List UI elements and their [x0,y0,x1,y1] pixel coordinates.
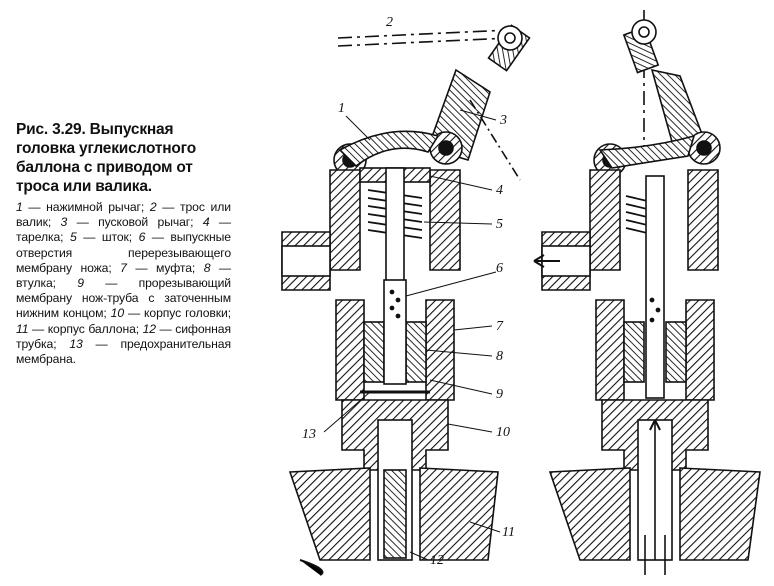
label-11: 11 [502,525,515,540]
left-leader-lines [323,109,501,561]
legend-number: 1 [16,200,23,214]
legend-number: 13 [69,336,83,351]
label-5: 5 [496,217,503,232]
label-7: 7 [496,319,504,334]
caption-title: Рис. 3.29. Выпускная головка углекислотн… [16,121,196,195]
caption-legend: 1 — нажимной рычаг; 2 — трос или валик; … [16,200,231,367]
legend-number: 8 [203,260,211,275]
figure-caption: Рис. 3.29. Выпускная головка углекислотн… [16,120,231,367]
left-view-labels: 2 1 3 4 5 6 7 8 9 10 13 11 12 [302,15,515,568]
legend-text: пусковой рычаг; [98,215,194,230]
label-6: 6 [496,261,503,276]
label-3: 3 [499,113,507,128]
legend-text: трос или валик; [16,200,231,230]
legend-text: нажимной рычаг; [46,200,145,214]
label-10: 10 [496,425,510,440]
legend-number: 10 [110,306,124,321]
label-1: 1 [338,101,345,116]
legend-text: корпус баллона; [47,321,140,336]
legend-number: 5 [69,230,77,245]
legend-text: сифонная трубка; [16,321,231,351]
left-view [281,24,531,576]
label-2: 2 [386,15,393,30]
label-13: 13 [302,427,316,442]
legend-text: муфта; [155,260,196,275]
legend-number: 4 [202,215,210,230]
label-4: 4 [496,183,503,198]
legend-text: шток; [101,230,133,245]
legend-number: 7 [120,260,127,275]
legend-number: 12 [142,321,156,336]
legend-text: корпус головки; [144,306,231,321]
legend-number: 6 [138,230,146,245]
label-9: 9 [496,387,503,402]
legend-number: 2 [149,200,157,214]
valve-head-drawing: 2 1 3 4 5 6 7 8 9 10 13 11 12 [281,10,761,576]
legend-number: 9 [77,276,84,291]
legend-text: прорезывающий мембрану нож-труба с заточ… [16,276,231,321]
right-view [533,10,761,575]
legend-text: предохранительная мембрана. [16,336,231,367]
legend-text: выпускные отверстия перерезывающего мемб… [16,230,231,275]
legend-text: тарелка; [16,230,64,245]
legend-number: 11 [16,321,29,336]
legend-text: втулка; [16,276,56,291]
label-12: 12 [430,553,444,568]
legend-number: 3 [60,215,68,230]
label-8: 8 [496,349,503,364]
